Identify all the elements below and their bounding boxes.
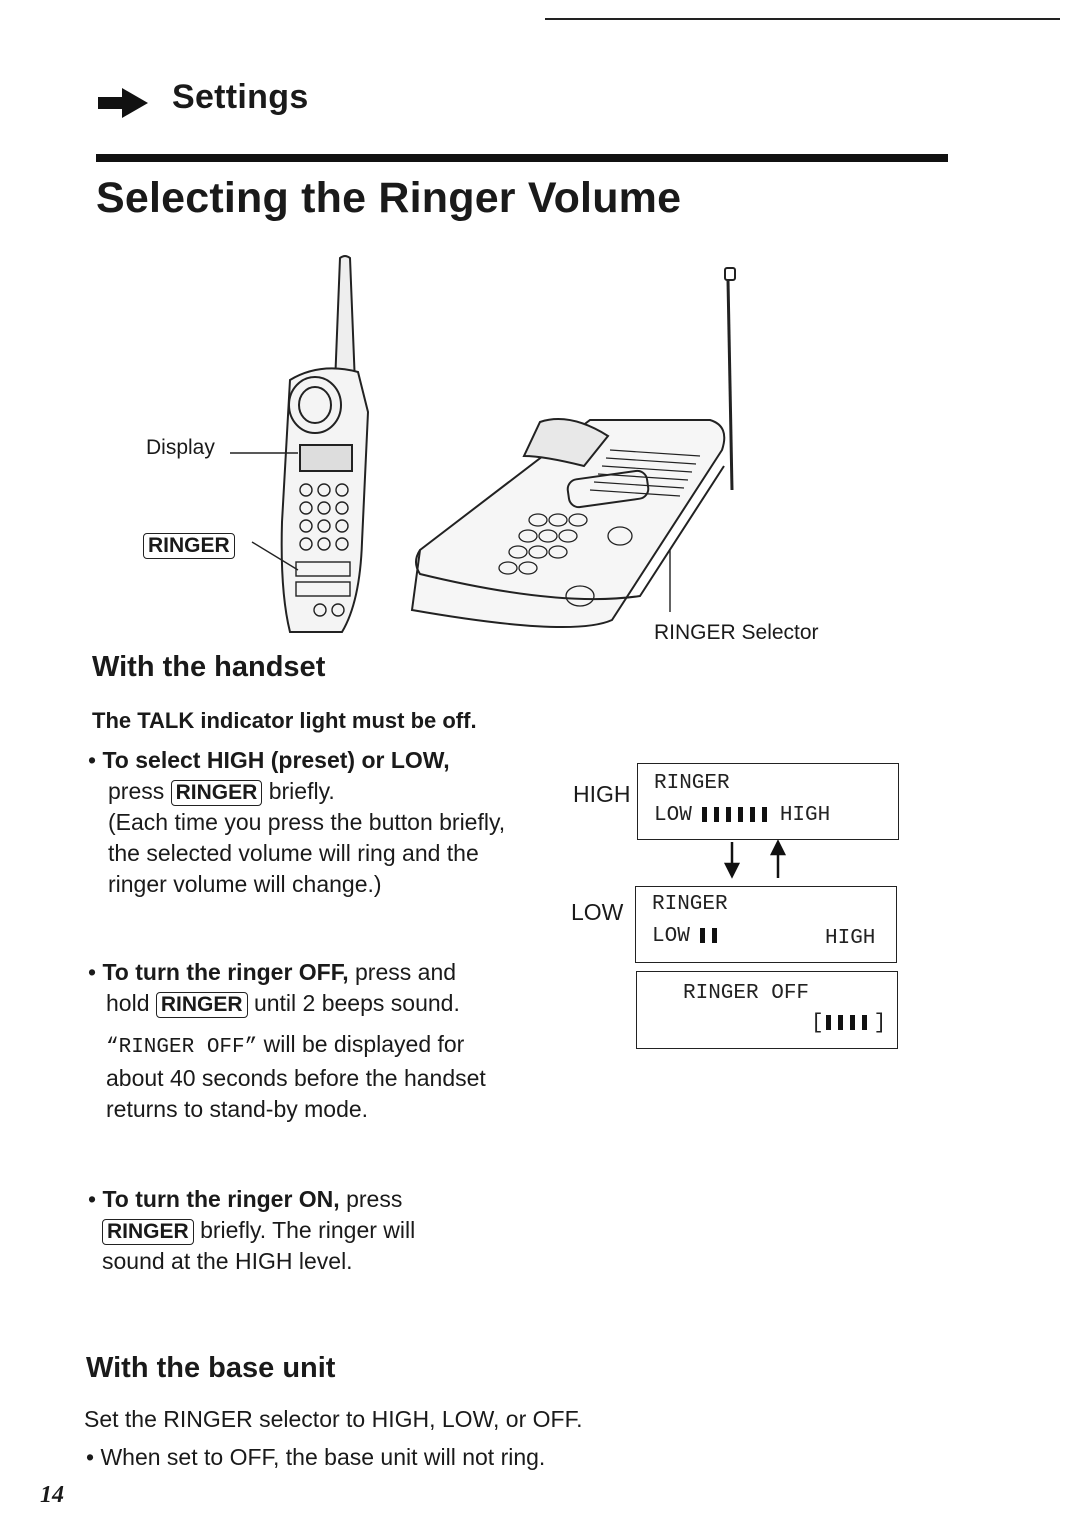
off-note-3: returns to stand-by mode. [106,1096,369,1122]
section-rule [96,154,948,162]
lcd-off-line1: RINGER OFF [683,982,810,1005]
lcd-high-label: HIGH [825,927,876,950]
off-rest-text: press and [355,959,457,985]
display-label: Display [146,436,215,459]
volume-level-bars [701,806,774,823]
briefly-text: briefly. [268,778,335,804]
ringer-key: RINGER [155,992,248,1018]
lcd-low-line1: RINGER [652,893,728,916]
base-unit-bullet: • When set to OFF, the base unit will no… [86,1442,545,1473]
battery-bars [825,1014,874,1031]
base-unit-heading: With the base unit [86,1352,336,1384]
page-title: Selecting the Ringer Volume [96,174,682,222]
handset-heading: With the handset [92,651,326,683]
on-rest-text: press [346,1186,403,1212]
level-bar [711,928,717,944]
bullet: • [86,1444,101,1470]
press-text: press [108,778,165,804]
ringer-key-label: RINGER [143,533,235,559]
select-note-1: (Each time you press the button briefly, [108,809,506,835]
base-unit-image [410,267,736,629]
off-note-1: will be displayed for [263,1031,465,1057]
arrow-right-icon [98,88,148,118]
page-number: 14 [40,1482,64,1508]
ringer-off-block: • To turn the ringer OFF, press and hold… [88,957,486,1125]
ringer-key: RINGER [102,1219,194,1245]
lcd-high-display: RINGER LOW HIGH [637,763,899,840]
level-bar [761,807,767,823]
level-bar [699,928,705,944]
volume-level-bars [699,927,724,944]
off-note-2: about 40 seconds before the handset [106,1065,486,1091]
base-unit-text: Set the RINGER selector to HIGH, LOW, or… [84,1406,583,1432]
lcd-high-line1: RINGER [654,772,730,795]
bullet: • [88,959,103,985]
hold-text: hold [106,990,150,1016]
level-bar [849,1015,855,1031]
off-bold-text: To turn the ringer OFF, [102,959,349,985]
lcd-off-display: RINGER OFF [] [636,971,898,1049]
level-bar [825,1015,831,1031]
level-bar [861,1015,867,1031]
on-bold-text: To turn the ringer ON, [102,1186,340,1212]
select-bold-text: To select HIGH (preset) or LOW, [102,747,450,773]
lcd-high-label: HIGH [779,804,831,827]
select-note-2: the selected volume will ring and the [108,840,479,866]
lcd-low-display: RINGER LOW HIGH [635,886,897,963]
low-side-label: LOW [571,899,624,925]
ringer-key: RINGER [170,780,263,806]
select-volume-block: • To select HIGH (preset) or LOW, press … [88,745,505,900]
ringer-selector-label: RINGER Selector [654,621,819,644]
top-rule [545,18,1060,20]
level-bar [701,807,707,823]
talk-condition: The TALK indicator light must be off. [92,708,477,733]
bullet: • [88,747,103,773]
on-after-text: briefly. The ringer will [200,1217,416,1243]
level-bar [737,807,743,823]
select-note-3: ringer volume will change.) [108,871,382,897]
level-bar [725,807,731,823]
phone-illustration [230,255,736,633]
ringer-off-quote: “RINGER OFF” [106,1036,258,1059]
handset-image [230,255,370,633]
lcd-high-line2: LOW HIGH [654,804,830,827]
lcd-low-label: LOW [652,925,690,948]
on-line-3: sound at the HIGH level. [102,1248,353,1274]
lcd-low-line2: LOW [652,925,724,948]
high-side-label: HIGH [573,781,631,807]
lcd-low-label: LOW [654,804,692,827]
level-bar [749,807,755,823]
battery-indicator: [] [811,1012,887,1035]
beeps-text: until 2 beeps sound. [253,990,460,1016]
level-bar [713,807,719,823]
section-heading: Settings [172,78,309,116]
base-unit-bullet-text: When set to OFF, the base unit will not … [100,1444,546,1470]
up-down-arrows-icon [723,840,787,879]
bullet: • [88,1186,103,1212]
ringer-button-callout: RINGER [143,533,235,559]
level-bar [837,1015,843,1031]
ringer-on-block: • To turn the ringer ON, press RINGER br… [88,1184,415,1277]
